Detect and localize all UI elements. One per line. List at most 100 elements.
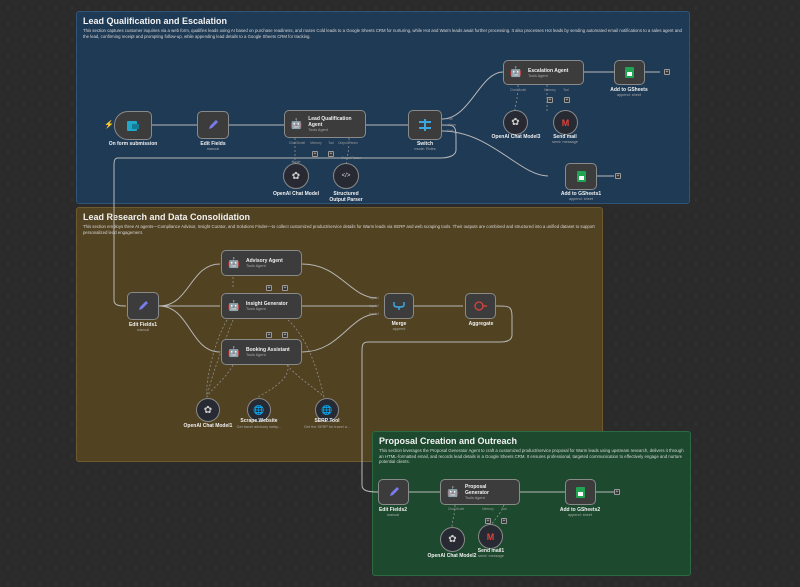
add-memory-button[interactable]: + (266, 332, 272, 338)
section-proposal[interactable]: Proposal Creation and Outreach This sect… (372, 431, 691, 576)
robot-icon: 🤖 (290, 118, 303, 130)
merge-icon (393, 302, 405, 310)
google-sheets-icon (625, 67, 634, 78)
add-tool-button[interactable]: + (501, 518, 507, 524)
robot-icon: 🤖 (509, 67, 523, 78)
node-subtitle: append (392, 327, 406, 331)
node-edit-fields[interactable] (197, 111, 229, 139)
node-label: Proposal Generator (465, 484, 489, 496)
port-label: Hot (447, 117, 453, 121)
openai-icon: ✿ (448, 534, 457, 545)
node-structured-output-parser[interactable]: </> (333, 163, 359, 189)
port-label: Tool (501, 507, 507, 511)
google-sheets-icon (576, 171, 586, 182)
node-send-mail[interactable]: M (553, 110, 578, 135)
node-send-mail1[interactable]: M (478, 524, 503, 549)
node-label: Add to GSheets (610, 87, 648, 93)
node-subtitle: Tools Agent (308, 128, 328, 132)
gmail-icon: M (486, 531, 495, 542)
port-label: Tool (328, 141, 334, 145)
node-label: Aggregate (468, 321, 494, 327)
node-merge[interactable] (384, 293, 414, 319)
node-label: Edit Fields2 (378, 507, 408, 513)
port-label: Output Parser (341, 156, 361, 160)
pencil-icon (389, 487, 399, 496)
node-label: Advisory Agent (246, 258, 283, 264)
port-label: Chat Model (288, 141, 306, 145)
node-label: SERP Tool (314, 418, 340, 424)
node-on-form-submission[interactable] (114, 111, 152, 140)
add-tool-button[interactable]: + (282, 285, 288, 291)
node-subtitle: send: message (478, 554, 504, 558)
node-label: Send mail1 (477, 548, 505, 554)
node-label: Escalation Agent (528, 67, 569, 74)
node-add-to-gsheets2[interactable] (565, 479, 596, 505)
node-subtitle: Tools Agent (246, 307, 266, 311)
port-label: Output Parser (338, 141, 358, 145)
port-label: Memory (310, 141, 322, 145)
node-label: OpenAI Chat Model1 (183, 423, 233, 429)
node-label: OpenAI Chat Model3 (491, 134, 541, 140)
section-description: This section employs three AI agents—Com… (83, 224, 595, 235)
section-description: This section leverages the Proposal Gene… (379, 448, 684, 465)
add-next-node-button[interactable]: + (664, 69, 670, 75)
add-tool-button[interactable]: + (564, 97, 570, 103)
port-label: Model (291, 160, 301, 164)
node-subtitle: Tools Agent (246, 264, 266, 268)
node-subtitle: manual (136, 328, 150, 332)
add-next-node-button[interactable]: + (615, 173, 621, 179)
gmail-icon: M (561, 117, 570, 128)
node-subtitle: Tools Agent (246, 353, 266, 357)
node-add-to-gsheets1[interactable] (565, 163, 597, 190)
node-label: Insight Generator (246, 301, 288, 307)
add-memory-button[interactable]: + (266, 285, 272, 291)
port-label: Cold (446, 129, 454, 133)
node-switch[interactable] (408, 110, 442, 140)
robot-icon: 🤖 (446, 486, 460, 498)
port-label: Chat Model (447, 507, 465, 511)
node-subtitle: mode: Rules (414, 147, 436, 151)
node-openai-chat-model2[interactable]: ✿ (440, 527, 465, 552)
port-label: Tool (563, 88, 569, 92)
node-label: Add to GSheets1 (560, 191, 602, 197)
node-label: On form submission (108, 141, 158, 147)
aggregate-icon (473, 301, 487, 311)
port-label: Input 2 (369, 304, 379, 308)
add-next-node-button[interactable]: + (614, 489, 620, 495)
section-lead-qualification[interactable]: Lead Qualification and Escalation This s… (76, 11, 690, 204)
section-title: Proposal Creation and Outreach (379, 436, 518, 446)
node-openai-chat-model1[interactable]: ✿ (196, 398, 220, 422)
add-tool-button[interactable]: + (282, 332, 288, 338)
node-subtitle: manual (386, 513, 400, 517)
node-openai-chat-model[interactable]: ✿ (283, 163, 309, 189)
node-label: Send mail (553, 134, 577, 140)
node-subtitle: Tools Agent (528, 73, 548, 78)
node-edit-fields2[interactable] (378, 479, 409, 505)
add-tool-button[interactable]: + (328, 151, 334, 157)
google-sheets-icon (576, 486, 585, 498)
add-memory-button[interactable]: + (485, 518, 491, 524)
node-label: Merge (391, 321, 407, 327)
node-openai-chat-model3[interactable]: ✿ (503, 110, 528, 135)
node-add-to-gsheets[interactable] (614, 60, 645, 85)
node-subtitle: append: sheet (616, 93, 642, 97)
code-icon: </> (341, 173, 351, 179)
node-subtitle: append: sheet (568, 197, 594, 201)
openai-icon: ✿ (511, 117, 520, 128)
add-memory-button[interactable]: + (547, 97, 553, 103)
node-label: OpenAI Chat Model2 (427, 553, 477, 559)
port-label: Input 1 (369, 296, 379, 300)
node-label: Edit Fields1 (128, 322, 158, 328)
node-scrape-website[interactable]: 🌐 (247, 398, 271, 422)
node-aggregate[interactable] (465, 293, 496, 319)
trigger-bolt-icon: ⚡ (104, 120, 114, 129)
node-edit-fields1[interactable] (127, 292, 159, 320)
add-memory-button[interactable]: + (312, 151, 318, 157)
node-serp-tool[interactable]: 🌐 (315, 398, 339, 422)
